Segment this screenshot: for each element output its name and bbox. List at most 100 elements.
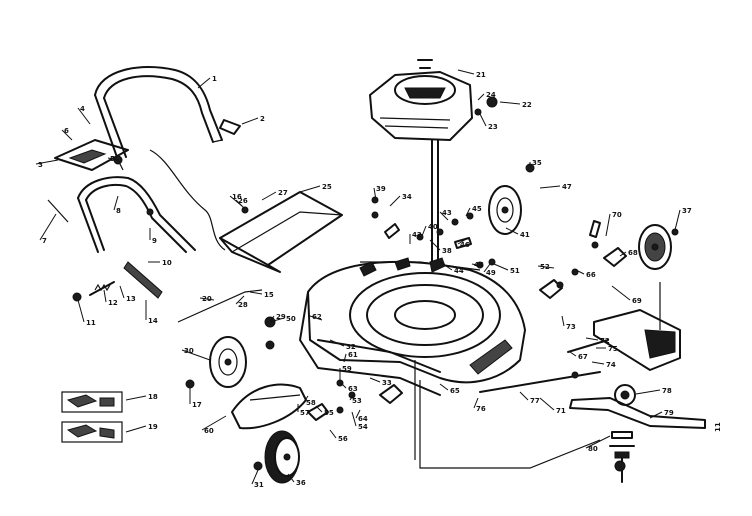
callout-5: 5	[110, 155, 115, 163]
callout-leader-30	[181, 349, 211, 361]
callout-8: 8	[116, 207, 121, 215]
callout-31: 31	[254, 481, 264, 489]
callout-4: 4	[80, 105, 85, 113]
callout-24: 24	[486, 91, 496, 99]
callout-leader-22	[499, 101, 521, 105]
callout-leader-73	[561, 315, 565, 327]
callout-1: 1	[212, 75, 217, 83]
callout-62: 62	[312, 313, 322, 321]
callout-33: 33	[382, 379, 392, 387]
callout-leader-28	[235, 295, 245, 305]
callout-leader-45	[465, 207, 471, 217]
deck-skirt	[414, 360, 601, 469]
callout-leader-47	[539, 185, 561, 189]
callout-60: 60	[204, 427, 214, 435]
small-parts	[146, 163, 679, 472]
callout-46: 46	[460, 241, 470, 249]
callout-42: 42	[412, 231, 422, 239]
callout-28: 28	[238, 301, 248, 309]
callout-14: 14	[148, 317, 158, 325]
callout-44: 44	[454, 267, 464, 275]
callout-10: 10	[162, 259, 172, 267]
callout-leader-51	[493, 263, 509, 271]
height-adjusters	[307, 247, 627, 421]
callout-72: 72	[600, 337, 610, 345]
callout-leader-24	[477, 93, 485, 101]
callout-leader-46	[457, 237, 469, 245]
callout-55: 55	[324, 409, 334, 417]
callout-11: 11	[86, 319, 96, 327]
callout-leader-49	[483, 263, 491, 273]
callout-17: 17	[192, 401, 202, 409]
callout-34: 34	[402, 193, 412, 201]
side-chute	[593, 282, 681, 371]
callout-71: 71	[556, 407, 566, 415]
callout-52: 52	[540, 263, 550, 271]
callout-64: 64	[358, 415, 368, 423]
callout-leader-6	[61, 129, 73, 141]
callout-leader-38	[429, 239, 441, 251]
callout-27: 27	[278, 189, 288, 197]
callout-leader-63	[339, 381, 347, 389]
callout-50: 50	[286, 315, 296, 323]
callout-20: 20	[202, 295, 212, 303]
callout-leader-48	[471, 263, 483, 267]
callout-67: 67	[578, 353, 588, 361]
callout-leader-11	[77, 299, 85, 323]
callout-80: 80	[588, 445, 598, 453]
callout-68: 68	[628, 249, 638, 257]
callout-leader-69	[611, 285, 631, 301]
blade-hardware	[609, 431, 635, 483]
callout-leader-18	[125, 395, 147, 401]
callout-leader-68	[619, 251, 627, 257]
callout-53: 53	[352, 397, 362, 405]
callout-leader-64	[355, 409, 361, 419]
callout-45: 45	[472, 205, 482, 213]
callout-leader-56	[329, 429, 337, 439]
callout-leader-50	[269, 317, 285, 323]
callout-69: 69	[632, 297, 642, 305]
callout-leader-71	[539, 397, 555, 411]
callout-leader-23	[479, 113, 487, 127]
front-wheel-left	[209, 336, 247, 388]
callout-37: 37	[682, 207, 692, 215]
callout-leader-37	[674, 209, 681, 231]
rear-wheel-far	[638, 224, 672, 270]
mower-deck	[299, 257, 526, 396]
callout-leader-1	[197, 77, 211, 89]
callout-48: 48	[474, 261, 484, 269]
callout-76: 76	[476, 405, 486, 413]
callout-leader-31	[251, 469, 259, 485]
callout-leader-36	[287, 473, 295, 483]
callout-leader-4	[77, 107, 91, 125]
callout-leader-7	[39, 213, 57, 241]
callout-leader-8	[113, 195, 119, 211]
callout-leader-52	[537, 265, 555, 269]
diagram-code-mark: 11	[714, 422, 722, 432]
callout-leader-78	[635, 389, 661, 395]
callout-61: 61	[348, 351, 358, 359]
callout-65: 65	[450, 387, 460, 395]
callout-43: 43	[442, 209, 452, 217]
callout-leader-67	[569, 351, 577, 357]
callout-41: 41	[520, 231, 530, 239]
callout-leader-80	[585, 435, 611, 449]
callout-21: 21	[476, 71, 486, 79]
axle	[479, 339, 609, 393]
callout-13: 13	[126, 295, 136, 303]
callout-19: 19	[148, 423, 158, 431]
rear-wheel-right	[488, 185, 522, 235]
callout-36: 36	[296, 479, 306, 487]
control-cables	[47, 149, 263, 323]
callout-leader-53	[349, 393, 355, 401]
callout-leader-40	[421, 225, 427, 237]
rear-cover	[231, 383, 307, 430]
callout-leader-2	[241, 117, 259, 125]
callout-leader-65	[439, 383, 449, 391]
callout-32: 32	[346, 343, 356, 351]
callout-leader-62	[309, 315, 323, 321]
callout-49: 49	[486, 269, 496, 277]
callout-leader-41	[505, 227, 519, 235]
